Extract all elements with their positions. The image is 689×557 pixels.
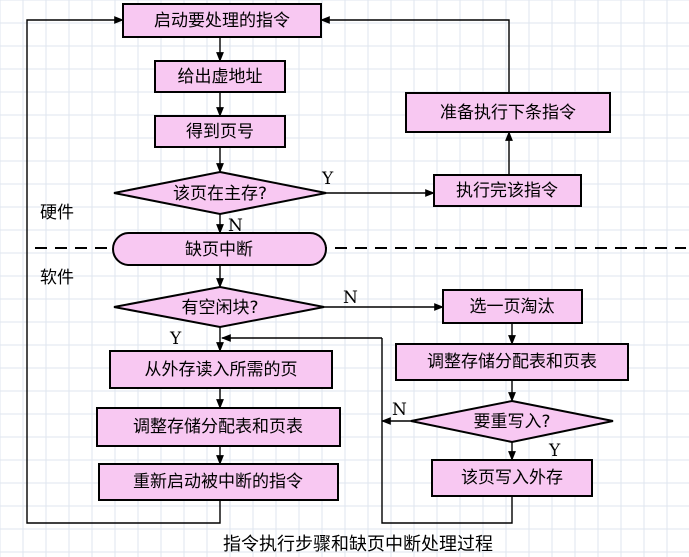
page-fault-terminal: 缺页中断 (112, 232, 327, 266)
virtual-address-box: 给出虚地址 (154, 60, 286, 93)
select-victim-label: 选一页淘汰 (470, 297, 555, 317)
free-block-no-label: N (343, 288, 358, 308)
hardware-label: 硬件 (40, 203, 74, 223)
diagram-caption: 指令执行步骤和缺页中断处理过程 (223, 534, 493, 555)
page-fault-label: 缺页中断 (185, 240, 253, 260)
virtual-address-label: 给出虚地址 (178, 67, 263, 87)
rewrite-decision: 要重写入? (410, 399, 614, 444)
rewrite-label: 要重写入? (473, 412, 550, 432)
rewrite-yes-label: Y (548, 441, 561, 461)
adjust-tables-left-box: 调整存储分配表和页表 (96, 407, 341, 447)
in-memory-yes-label: Y (321, 169, 334, 189)
adjust-tables-right-box: 调整存储分配表和页表 (395, 343, 629, 381)
select-victim-box: 选一页淘汰 (442, 289, 583, 324)
prepare-next-box: 准备执行下条指令 (405, 92, 611, 133)
page-number-box: 得到页号 (154, 115, 286, 148)
arrow-write-loop (381, 338, 513, 524)
rewrite-no-label: N (392, 400, 407, 420)
flow-connectors (26, 16, 516, 524)
start-box: 启动要处理的指令 (122, 3, 322, 38)
adjust-tables-right-label: 调整存储分配表和页表 (427, 352, 597, 372)
free-block-yes-label: Y (169, 329, 182, 349)
restart-interrupted-label: 重新启动被中断的指令 (133, 472, 303, 492)
write-external-label: 该页写入外存 (461, 468, 563, 488)
free-block-label: 有空闲块? (181, 298, 258, 318)
read-page-box: 从外存读入所需的页 (109, 350, 333, 389)
arrow-restart-loop-to-start (26, 16, 221, 524)
adjust-tables-left-label: 调整存储分配表和页表 (133, 417, 303, 437)
in-memory-decision: 该页在主存? (113, 170, 327, 216)
free-block-decision: 有空闲块? (113, 285, 325, 329)
in-memory-no-label: N (228, 216, 243, 236)
software-label: 软件 (40, 268, 74, 288)
execute-box: 执行完该指令 (433, 174, 582, 207)
read-page-label: 从外存读入所需的页 (145, 360, 298, 380)
in-memory-label: 该页在主存? (173, 184, 267, 204)
start-box-label: 启动要处理的指令 (154, 11, 290, 31)
write-external-box: 该页写入外存 (431, 459, 593, 497)
arrow-prepare-to-start (320, 16, 510, 93)
restart-interrupted-box: 重新启动被中断的指令 (98, 463, 339, 501)
page-number-label: 得到页号 (186, 122, 254, 142)
prepare-next-label: 准备执行下条指令 (440, 103, 576, 123)
execute-label: 执行完该指令 (456, 181, 558, 201)
